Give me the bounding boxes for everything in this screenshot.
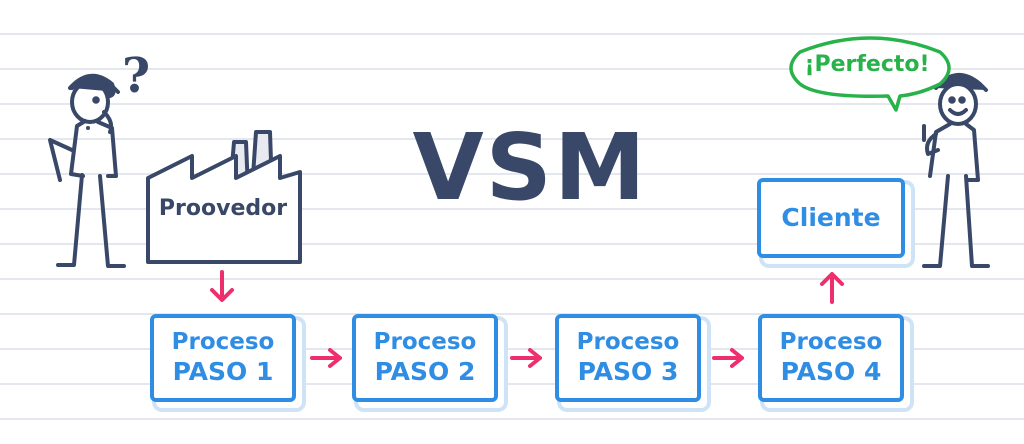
process-step-3-title: Proceso [576, 329, 680, 355]
speech-text: ¡Perfecto! [804, 52, 930, 77]
process-step-4-label: PASO 4 [780, 357, 882, 386]
arrow-step1-to-step2 [310, 348, 342, 368]
factory-icon [146, 130, 302, 264]
supplier-label: Proovedor [158, 196, 288, 221]
diagram-title: VSM [412, 114, 648, 221]
process-step-1-label: PASO 1 [172, 357, 274, 386]
process-step-1: Proceso PASO 1 [150, 314, 296, 402]
process-step-3: Proceso PASO 3 [555, 314, 701, 402]
question-mark: ? [122, 48, 151, 104]
left-stick-figure [48, 74, 126, 268]
arrow-step4-to-customer [820, 272, 844, 304]
right-stick-figure [922, 73, 990, 268]
speech-bubble [789, 36, 951, 112]
flow-arrows [210, 270, 844, 368]
process-step-3-label: PASO 3 [577, 357, 679, 386]
customer-box: Cliente [757, 178, 905, 258]
arrow-step3-to-step4 [712, 348, 744, 368]
process-step-4: Proceso PASO 4 [758, 314, 904, 402]
arrow-supplier-to-step1 [210, 270, 234, 302]
process-step-2: Proceso PASO 2 [352, 314, 498, 402]
arrow-step2-to-step3 [510, 348, 542, 368]
process-step-4-title: Proceso [779, 329, 883, 355]
process-step-2-label: PASO 2 [374, 357, 476, 386]
process-step-1-title: Proceso [171, 329, 275, 355]
process-step-2-title: Proceso [373, 329, 477, 355]
